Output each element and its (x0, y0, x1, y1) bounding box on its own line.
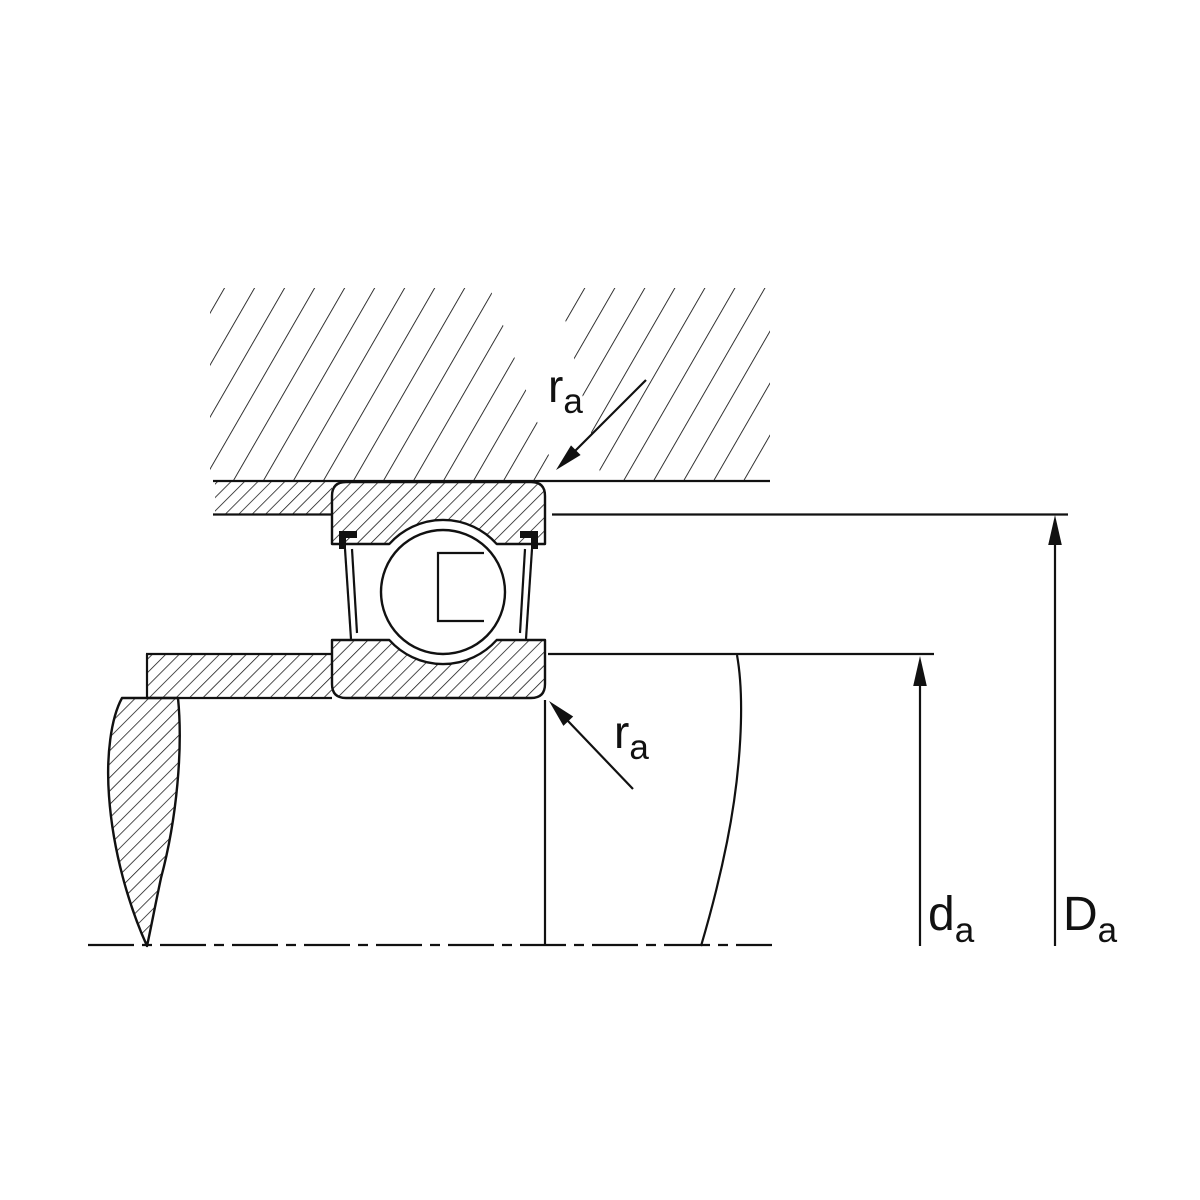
label-da-sub: a (955, 911, 975, 950)
bearing-inner-ring (330, 638, 547, 700)
seal-left-lip-outer (343, 548, 353, 640)
label-da: da (928, 888, 975, 950)
leader-ra-top (556, 379, 647, 470)
shaft-shoulder-section (148, 654, 332, 698)
seal-right-anchor (520, 531, 538, 549)
label-Da-main: D (1063, 888, 1098, 941)
seal-left-lip-inner (350, 548, 359, 634)
label-ra-bottom-main: r (614, 706, 629, 758)
label-da-main: d (928, 888, 955, 941)
label-ra-bottom-sub: a (629, 728, 649, 767)
label-ra-top-main: r (548, 360, 563, 412)
seal-left (339, 531, 359, 640)
shaft-breakout-section (106, 696, 181, 948)
dimension-Da (1048, 515, 1062, 946)
dimension-da-arrow-icon (913, 656, 927, 686)
seal-right-lip-inner (518, 548, 527, 634)
seal-right (518, 531, 538, 640)
housing-section-left (210, 288, 558, 481)
dimension-Da-arrow-icon (1048, 515, 1062, 545)
label-Da: Da (1063, 888, 1118, 950)
seal-right-lip-outer (524, 548, 534, 640)
dimension-da (913, 656, 927, 946)
label-ra-top: ra (548, 360, 583, 421)
bearing-outer-ring (330, 480, 547, 546)
housing-shoulder-section (215, 482, 332, 514)
leader-ra-bottom-arrow-icon (549, 701, 574, 726)
leader-ra-bottom (549, 701, 634, 790)
bearing-cage (436, 551, 484, 623)
label-ra-bottom: ra (614, 706, 649, 767)
leader-ra-bottom-line (567, 720, 634, 790)
leader-ra-top-line (573, 379, 647, 453)
leader-ra-top-arrow-icon (556, 445, 581, 470)
housing-section-right (558, 288, 770, 481)
bearing-ball (379, 528, 507, 656)
shaft-break-curve (699, 654, 743, 947)
seal-left-anchor (339, 531, 357, 549)
label-Da-sub: a (1098, 911, 1118, 950)
label-ra-top-sub: a (563, 382, 583, 421)
